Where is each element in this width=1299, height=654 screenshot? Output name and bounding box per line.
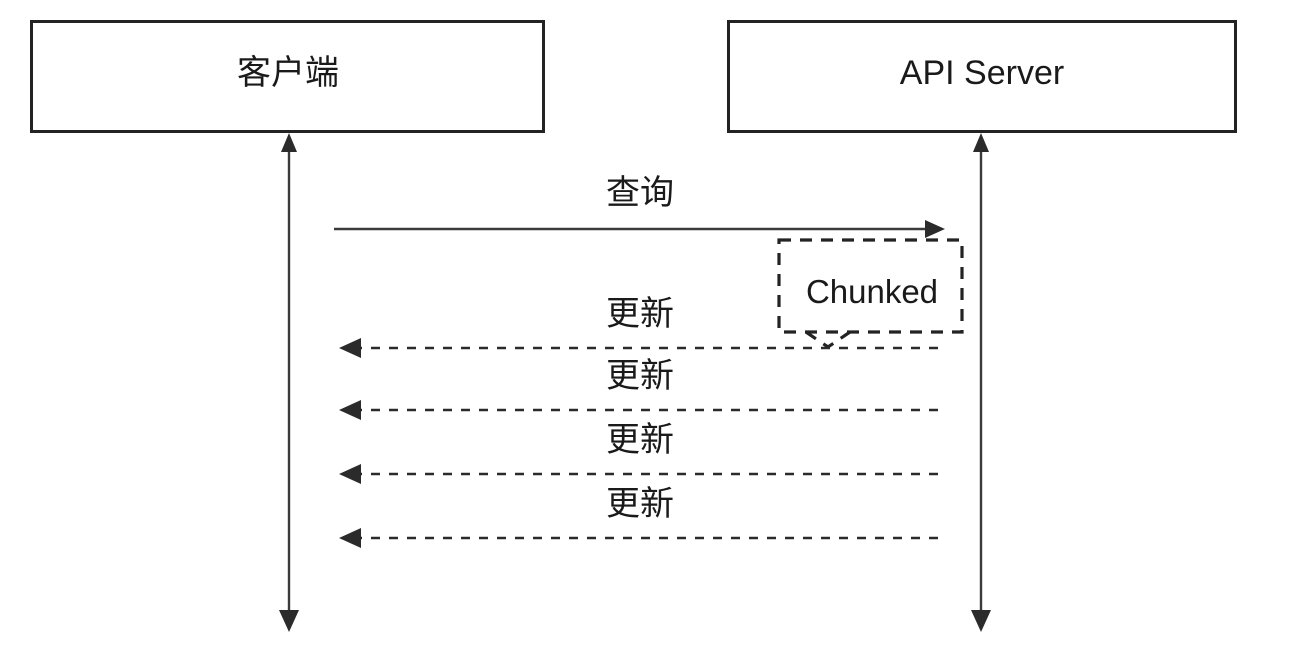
- lifeline-api-server-bottom-arrowhead: [971, 610, 991, 632]
- message-update-3[interactable]: 更新: [339, 421, 938, 484]
- participant-api-server[interactable]: API Server: [727, 20, 1237, 133]
- lifeline-client-bottom-arrowhead: [279, 610, 299, 632]
- message-update-2-arrowhead: [339, 400, 361, 420]
- note-chunked-tail: [805, 330, 851, 349]
- message-update-4-arrowhead: [339, 528, 361, 548]
- message-query-label: 查询: [606, 174, 674, 212]
- message-update-3-label: 更新: [606, 421, 674, 459]
- message-update-4[interactable]: 更新: [339, 485, 938, 548]
- message-query[interactable]: 查询: [334, 174, 945, 238]
- participant-client[interactable]: 客户端: [30, 20, 545, 133]
- message-update-1-label: 更新: [606, 295, 674, 333]
- lifeline-api-server-top-arrowhead: [973, 133, 989, 152]
- note-chunked[interactable]: Chunked: [777, 238, 964, 349]
- message-update-1-arrowhead: [339, 338, 361, 358]
- participant-api-server-label: API Server: [900, 54, 1064, 92]
- message-update-2[interactable]: 更新: [339, 357, 938, 420]
- message-update-4-label: 更新: [606, 485, 674, 523]
- note-chunked-label: Chunked: [806, 273, 938, 310]
- message-update-3-arrowhead: [339, 464, 361, 484]
- message-query-arrowhead: [925, 220, 945, 238]
- message-update-1[interactable]: 更新: [339, 295, 938, 358]
- participant-api-server-box[interactable]: [727, 20, 1237, 133]
- lifeline-client-top-arrowhead: [281, 133, 297, 152]
- lifeline-api-server: [971, 133, 991, 632]
- participant-client-label: 客户端: [237, 54, 339, 92]
- lifeline-client: [279, 133, 299, 632]
- message-update-2-label: 更新: [606, 357, 674, 395]
- participant-client-box[interactable]: [30, 20, 545, 133]
- note-chunked-box[interactable]: [777, 238, 964, 334]
